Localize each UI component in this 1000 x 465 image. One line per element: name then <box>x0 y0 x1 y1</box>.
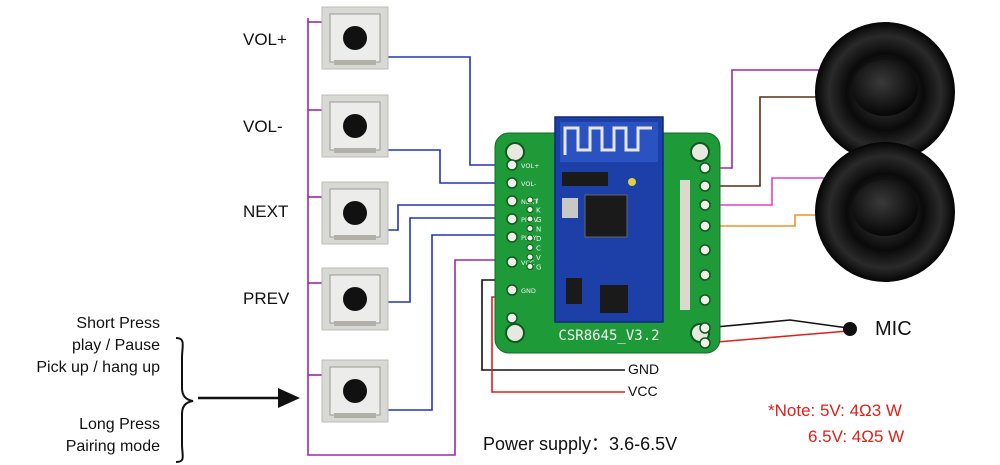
power-supply-label: Power supply：3.6-6.5V <box>483 434 678 454</box>
tact-switch <box>321 359 389 423</box>
button-label-vol-minus: VOL- <box>243 117 283 136</box>
tact-switch <box>321 181 389 245</box>
pin-pad <box>526 206 534 213</box>
button-label-vol-plus: VOL+ <box>243 30 287 49</box>
pin-label: GND <box>521 287 536 295</box>
pin-pad <box>506 231 518 243</box>
short-press-line: Short Press <box>76 315 160 332</box>
board-model-label: CSR8645_V3.2 <box>558 328 659 344</box>
pin-pad <box>699 220 711 232</box>
short-press-info: Short Press play / Pause Pick up / hang … <box>36 313 160 379</box>
pin-pad <box>506 312 518 324</box>
note-line-1: *Note: 5V: 4Ω3 W <box>768 401 902 420</box>
pin-pad <box>699 244 711 256</box>
board-right-pins <box>699 162 711 349</box>
pin-pad <box>526 244 534 251</box>
pin-pad <box>526 234 534 242</box>
pin-label: K <box>536 207 541 215</box>
pin-label: I <box>536 197 538 205</box>
pin-pad <box>699 162 711 174</box>
curly-brace <box>175 337 194 463</box>
pin-pad <box>699 337 711 349</box>
speaker-top <box>815 22 955 162</box>
pin-pad <box>506 195 518 207</box>
pin-label: VOL+ <box>521 162 540 170</box>
pin-label: G <box>536 264 541 272</box>
pin-pad <box>526 253 534 261</box>
button-label-next: NEXT <box>243 202 289 221</box>
pin-pad <box>506 284 518 296</box>
button-label-prev: PREV <box>243 289 290 308</box>
pin-pad <box>526 196 534 204</box>
pin-pad <box>699 180 711 192</box>
mic-label: MIC <box>875 318 912 340</box>
long-press-info: Long Press Pairing mode <box>66 414 160 458</box>
pin-pad <box>506 213 518 225</box>
speaker-wires <box>705 69 825 227</box>
pin-pad <box>506 256 518 268</box>
pin-pad <box>699 199 711 211</box>
note-line-2: 6.5V: 4Ω5 W <box>808 427 905 446</box>
pin-pad <box>526 225 534 232</box>
vcc-label: VCC <box>628 383 658 399</box>
long-press-line: Pairing mode <box>65 438 160 455</box>
short-press-line: play / Pause <box>71 337 160 354</box>
short-press-line: Pick up / hang up <box>36 359 160 376</box>
tact-switches <box>321 6 389 423</box>
pin-label: V <box>536 254 541 262</box>
pin-pad <box>506 177 518 189</box>
pin-label: N <box>536 226 541 234</box>
speaker-bottom <box>815 142 955 282</box>
pin-pad <box>699 322 711 334</box>
tact-switch <box>321 94 389 158</box>
pin-pad <box>699 294 711 306</box>
pin-pad <box>526 263 534 270</box>
button-wires <box>388 56 512 411</box>
pin-pad <box>699 269 711 281</box>
pin-label: VOL- <box>521 180 537 188</box>
bluetooth-board: CSR8645_V3.2 <box>494 116 721 354</box>
tact-switch <box>321 6 389 70</box>
arrow-head-icon <box>278 388 300 408</box>
pin-label: VCC <box>521 259 535 267</box>
tact-switch <box>321 267 389 331</box>
gnd-label: GND <box>628 361 660 377</box>
purple-wires <box>307 18 512 456</box>
pin-pad <box>506 159 518 171</box>
pin-label: D <box>536 235 541 243</box>
pin-pad <box>526 215 534 223</box>
mic-icon <box>843 322 857 336</box>
long-press-line: Long Press <box>79 416 160 433</box>
mic-wires <box>704 319 849 344</box>
pin-label: G <box>536 216 541 224</box>
pin-label: C <box>536 245 541 253</box>
